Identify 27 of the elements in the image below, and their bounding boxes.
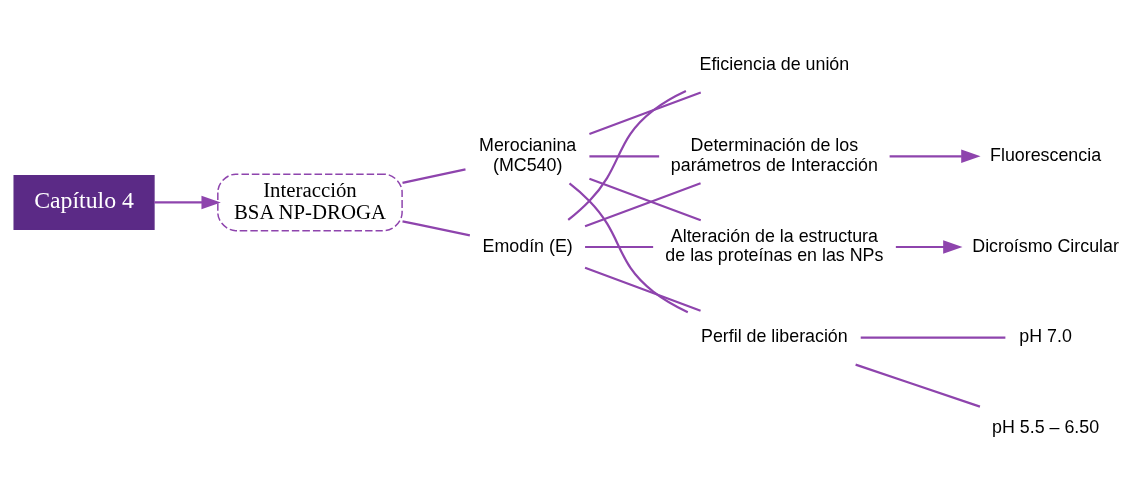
node-text: Fluorescencia: [990, 144, 1102, 165]
node-box: Capítulo 4: [13, 174, 155, 230]
node-text: Perfil de liberación: [701, 325, 848, 346]
arrow: [889, 149, 981, 163]
arrow: [154, 195, 221, 209]
node-text: Dicroísmo Circular: [972, 235, 1119, 256]
connector: [589, 154, 660, 157]
node-text: pH 5.5 – 6.50: [992, 416, 1100, 437]
node-box: Interacción BSA NP-DROGA: [217, 172, 403, 231]
node-text: Emodín (E): [482, 235, 573, 256]
node-text: Eficiencia de unión: [699, 53, 850, 74]
connector: [860, 336, 1006, 339]
connector: [855, 363, 981, 408]
node-text: pH 7.0: [1019, 325, 1072, 346]
node-text: Alteración de la estructura de las proteínas en las NPs: [665, 225, 884, 265]
connector: [568, 182, 689, 313]
connector: [589, 177, 702, 221]
connector: [585, 245, 654, 248]
connector: [567, 89, 687, 221]
connector: [589, 90, 702, 135]
connector: [402, 219, 471, 236]
arrow: [895, 239, 963, 254]
connector: [584, 266, 701, 312]
node-text: Merocianina (MC540): [479, 134, 577, 175]
connector: [402, 167, 466, 184]
connector: [584, 181, 701, 227]
node-text: Determinación de los parámetros de Interacción: [670, 134, 878, 175]
